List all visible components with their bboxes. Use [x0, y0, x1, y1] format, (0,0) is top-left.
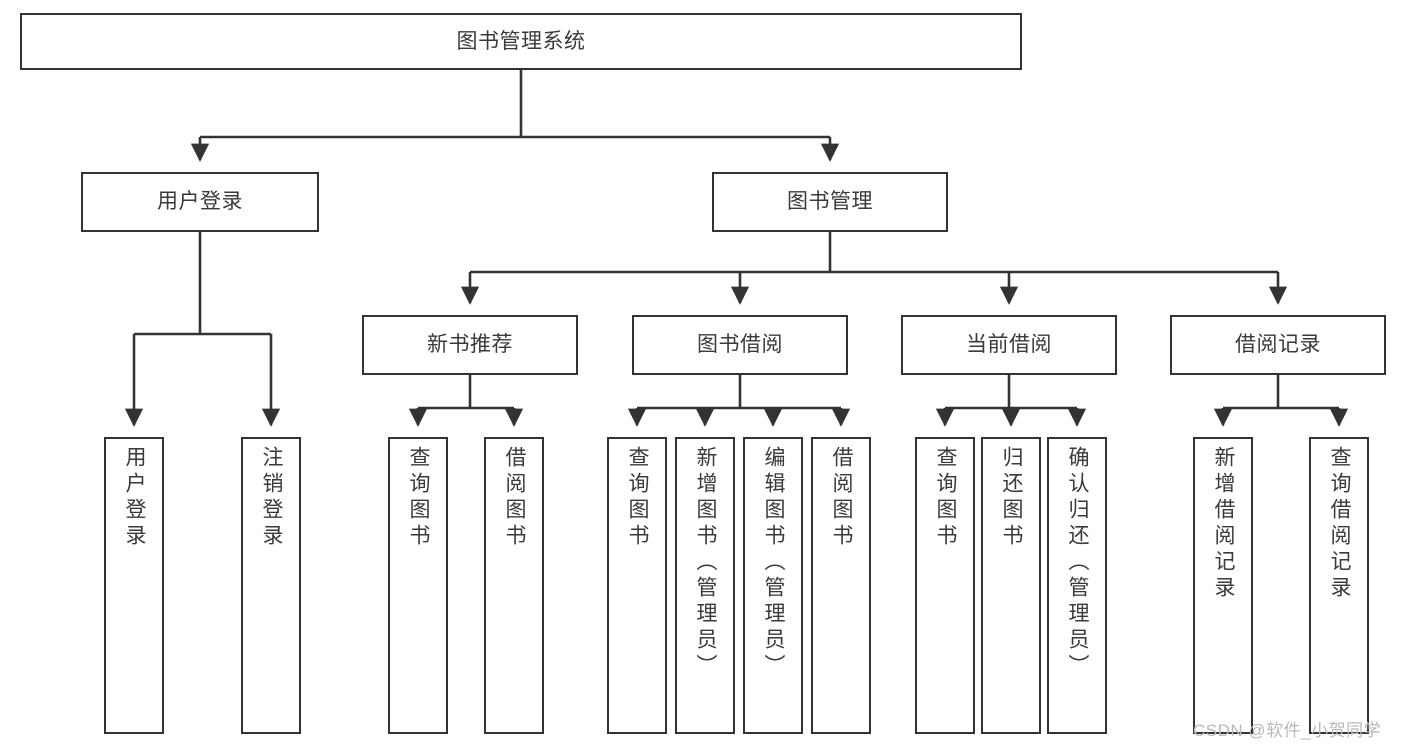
- csdn-watermark: CSDN @软件_小贺同学: [1193, 721, 1382, 740]
- node-label: 查询图书: [407, 446, 431, 550]
- node-label: 借阅图书: [503, 446, 527, 550]
- node-label: 用户登录: [157, 190, 243, 214]
- leaf-borrow-record-add[interactable]: 新增借阅记录: [1193, 437, 1253, 734]
- node-label: 借阅图书: [830, 446, 854, 550]
- node-label: 图书管理: [787, 190, 873, 214]
- node-current-borrow[interactable]: 当前借阅: [901, 315, 1117, 375]
- node-borrow-record[interactable]: 借阅记录: [1170, 315, 1386, 375]
- leaf-new-book-query[interactable]: 查询图书: [388, 437, 448, 734]
- leaf-book-borrow-query[interactable]: 查询图书: [607, 437, 667, 734]
- leaf-user-login-logout[interactable]: 注销登录: [241, 437, 301, 734]
- leaf-current-borrow-query[interactable]: 查询图书: [915, 437, 975, 734]
- node-label: 查询图书: [626, 446, 650, 550]
- node-label: 新增图书（管理员）: [694, 446, 718, 680]
- node-label: 新书推荐: [427, 333, 513, 357]
- node-user-login[interactable]: 用户登录: [81, 172, 319, 232]
- node-label: 图书管理系统: [456, 29, 586, 53]
- node-label: 确认归还（管理员）: [1066, 446, 1090, 680]
- node-label: 编辑图书（管理员）: [762, 446, 786, 680]
- node-label: 查询借阅记录: [1328, 446, 1352, 602]
- node-label: 新增借阅记录: [1212, 446, 1236, 602]
- node-book-management[interactable]: 图书管理: [712, 172, 948, 232]
- node-label: 查询图书: [934, 446, 958, 550]
- leaf-current-borrow-return[interactable]: 归还图书: [981, 437, 1041, 734]
- leaf-new-book-borrow[interactable]: 借阅图书: [484, 437, 544, 734]
- leaf-book-borrow-edit-admin[interactable]: 编辑图书（管理员）: [743, 437, 803, 734]
- leaf-borrow-record-query[interactable]: 查询借阅记录: [1309, 437, 1369, 734]
- node-new-book-recommend[interactable]: 新书推荐: [362, 315, 578, 375]
- node-label: 用户登录: [123, 446, 147, 550]
- leaf-user-login-login[interactable]: 用户登录: [104, 437, 164, 734]
- node-book-management-system[interactable]: 图书管理系统: [20, 13, 1022, 70]
- node-label: 图书借阅: [697, 333, 783, 357]
- node-book-borrow[interactable]: 图书借阅: [632, 315, 848, 375]
- leaf-book-borrow-borrow[interactable]: 借阅图书: [811, 437, 871, 734]
- node-label: 借阅记录: [1235, 333, 1321, 357]
- leaf-book-borrow-add-admin[interactable]: 新增图书（管理员）: [675, 437, 735, 734]
- node-label: 当前借阅: [966, 333, 1052, 357]
- node-label: 注销登录: [260, 446, 284, 550]
- leaf-current-borrow-confirm-admin[interactable]: 确认归还（管理员）: [1047, 437, 1107, 734]
- node-label: 归还图书: [1000, 446, 1024, 550]
